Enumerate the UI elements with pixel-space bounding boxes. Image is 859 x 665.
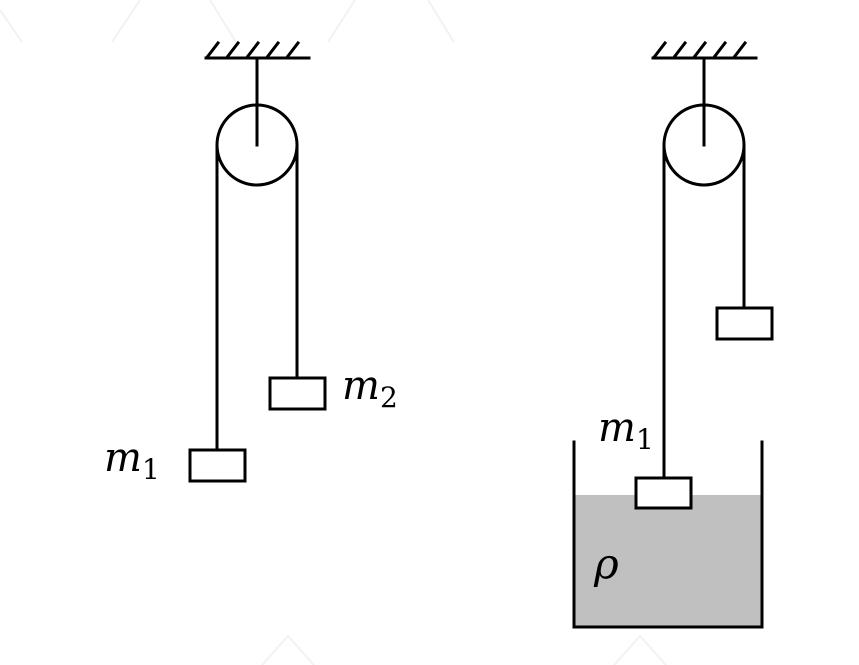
block-m2-left	[268, 376, 327, 411]
block-m1-left	[188, 448, 247, 483]
label-m2-left: m2	[342, 363, 398, 414]
liquid	[575, 495, 761, 626]
block-m2-right	[715, 306, 774, 341]
left-setup: m1 m2	[104, 40, 398, 486]
watermark	[0, 0, 667, 665]
label-m1-left: m1	[104, 435, 160, 486]
ceiling-support-left	[204, 40, 311, 60]
right-setup: m1 ρ	[572, 40, 774, 629]
ceiling-support-right	[651, 40, 758, 60]
label-m1-right: m1	[598, 405, 654, 456]
label-density: ρ	[593, 539, 619, 588]
block-m1-right	[634, 476, 693, 510]
container	[572, 440, 764, 629]
